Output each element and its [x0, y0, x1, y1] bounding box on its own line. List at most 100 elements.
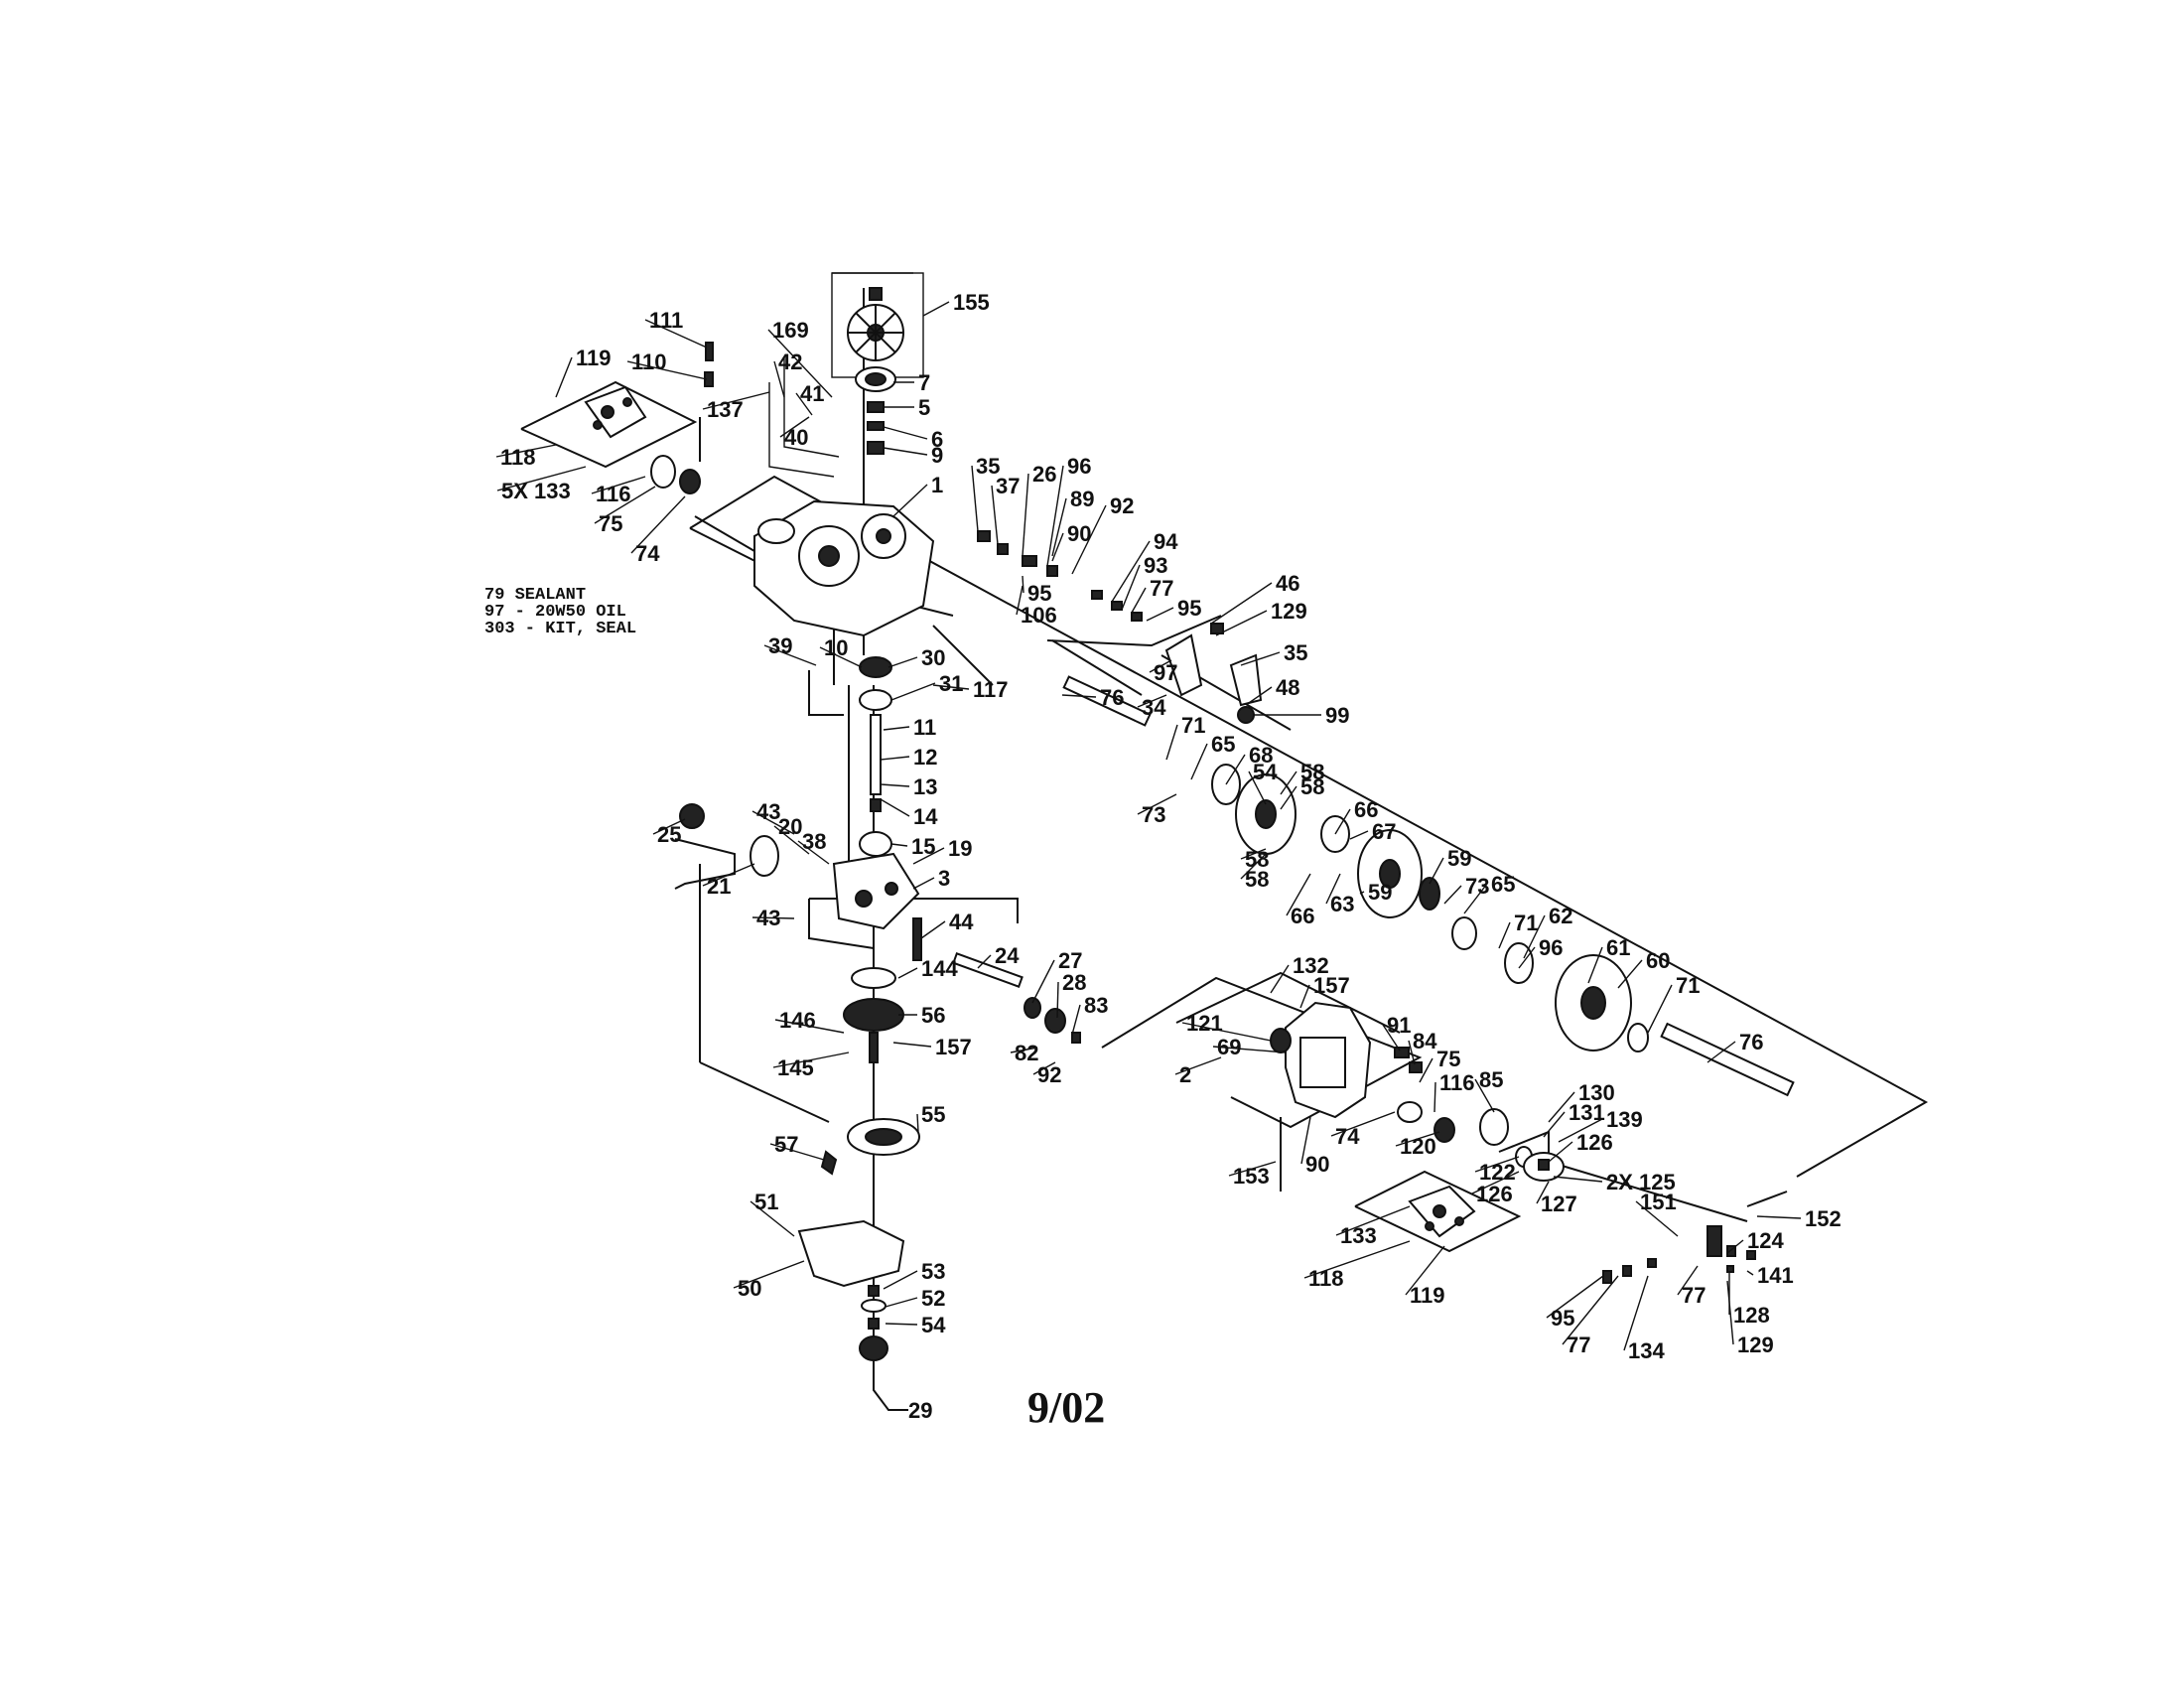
- callout-112: 130: [1548, 1080, 1615, 1123]
- callout-96: 51: [750, 1190, 795, 1237]
- leader-line: [1210, 582, 1273, 625]
- leader-line: [1433, 1081, 1436, 1113]
- callout-label: 1: [931, 473, 943, 497]
- leader-line: [594, 486, 656, 524]
- material-notes: 79 SEALANT 97 - 20W50 OIL 303 - KIT, SEA…: [484, 586, 636, 638]
- leader-line: [916, 1113, 919, 1133]
- leader-line: [496, 466, 587, 491]
- callout-99: 52: [885, 1286, 945, 1311]
- callout-label: 2X 125: [1606, 1170, 1676, 1194]
- leader-line: [1558, 1118, 1603, 1143]
- callout-label: 66: [1354, 797, 1378, 822]
- callout-57: 43: [751, 906, 795, 930]
- callout-73: 59: [1429, 846, 1471, 885]
- leader-line: [885, 1323, 918, 1326]
- leader-line: [1325, 873, 1341, 905]
- callout-label: 77: [1150, 576, 1173, 601]
- callout-84: 27: [1031, 948, 1082, 1004]
- callout-label: 90: [1305, 1152, 1329, 1177]
- callout-68: 66: [1334, 797, 1378, 835]
- callout-label: 151: [1640, 1190, 1677, 1214]
- callout-63: 54: [1248, 760, 1278, 805]
- callout-label: 67: [1372, 819, 1396, 844]
- leader-line: [1359, 891, 1365, 895]
- leader-line: [702, 863, 755, 887]
- callout-14: 118: [495, 444, 557, 470]
- callout-109: 75: [1419, 1047, 1460, 1083]
- leader-line: [880, 783, 910, 787]
- callout-80: 60: [1617, 948, 1670, 989]
- leader-line: [991, 485, 999, 545]
- callout-label: 6: [931, 427, 943, 452]
- callout-label: 92: [1037, 1062, 1061, 1087]
- callout-label: 96: [1539, 935, 1563, 960]
- callout-label: 118: [1308, 1266, 1344, 1291]
- callout-81: 71: [1647, 973, 1700, 1034]
- leader-line: [1587, 946, 1603, 984]
- callout-label: 152: [1805, 1206, 1842, 1231]
- callout-46: 12: [880, 745, 937, 770]
- callout-label: 92: [1110, 493, 1134, 518]
- callout-77: 62: [1523, 904, 1572, 959]
- callout-label: 129: [1737, 1333, 1774, 1357]
- callout-47: 13: [880, 774, 937, 799]
- callout-label: 76: [1100, 685, 1124, 710]
- leader-line: [1146, 607, 1174, 622]
- callout-61: 68: [1225, 743, 1273, 785]
- callout-83: 24: [977, 943, 1020, 969]
- leader-line: [885, 1297, 918, 1308]
- part-upper-shaft-parts: [977, 530, 1263, 727]
- callout-106: 2: [1174, 1056, 1222, 1087]
- callout-8: 7: [893, 370, 930, 395]
- callout-label: 43: [756, 906, 780, 930]
- leader-line: [1382, 1024, 1401, 1052]
- callout-label: 117: [973, 677, 1009, 702]
- callout-label: 21: [707, 874, 731, 899]
- leader-line: [1635, 1200, 1679, 1237]
- callout-25: 90: [1051, 521, 1091, 562]
- callout-133: 134: [1623, 1275, 1665, 1363]
- callout-3: 119: [555, 346, 612, 398]
- callout-label: 69: [1217, 1035, 1241, 1059]
- leader-line: [751, 916, 795, 919]
- callout-123: 90: [1300, 1116, 1329, 1177]
- callout-label: 74: [1335, 1124, 1360, 1149]
- leader-line: [1474, 1156, 1520, 1173]
- leader-line: [1463, 883, 1488, 914]
- leader-line: [1061, 694, 1097, 698]
- callout-108: 84: [1408, 1029, 1437, 1065]
- callout-label: 62: [1549, 904, 1572, 928]
- leader-line: [1248, 771, 1267, 805]
- callout-label: 96: [1067, 454, 1091, 479]
- leader-line: [1051, 497, 1067, 557]
- callout-54: 38: [797, 829, 830, 865]
- callout-44: 117: [932, 677, 1009, 702]
- callout-33: 129: [1215, 599, 1307, 636]
- callout-107: 91: [1382, 1013, 1411, 1052]
- leader-line: [1137, 793, 1177, 815]
- leader-line: [750, 1200, 795, 1237]
- callout-94: 55: [916, 1102, 945, 1133]
- leader-line: [1349, 830, 1369, 840]
- leader-line: [883, 726, 910, 731]
- guide-lines: [520, 272, 1929, 1390]
- leader-line: [1240, 651, 1281, 666]
- callout-label: 60: [1646, 948, 1670, 973]
- callout-51: 3: [912, 866, 950, 891]
- callout-label: 51: [754, 1190, 778, 1214]
- leader-line: [1429, 857, 1444, 885]
- callout-label: 95: [1551, 1306, 1574, 1331]
- callout-label: 133: [1340, 1223, 1377, 1248]
- leader-line: [920, 920, 946, 939]
- callout-23: 89: [1051, 487, 1094, 557]
- leader-line: [1010, 1047, 1038, 1053]
- callout-label: 68: [1249, 743, 1273, 768]
- leader-line: [1228, 1161, 1277, 1177]
- callout-label: 71: [1181, 713, 1205, 738]
- callout-label: 127: [1541, 1192, 1577, 1216]
- callout-label: 153: [1233, 1164, 1270, 1189]
- callout-134: 77: [1677, 1265, 1706, 1308]
- leader-line: [1546, 1275, 1604, 1319]
- callout-40: 39: [763, 633, 817, 666]
- leader-line: [1408, 1040, 1416, 1065]
